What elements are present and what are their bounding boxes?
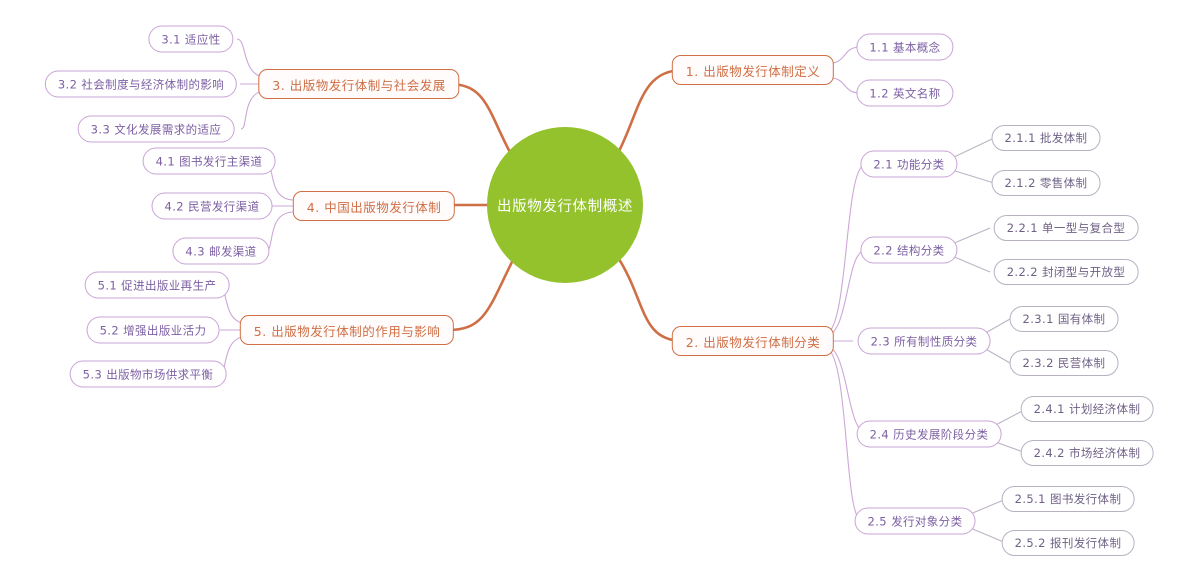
subnode-1-1[interactable]: 1.1 基本概念 [856,33,954,61]
branch-node-1[interactable]: 1. 出版物发行体制定义 [671,55,835,85]
subnode-4-1[interactable]: 4.1 图书发行主渠道 [142,147,276,175]
subnode-2-4[interactable]: 2.4 历史发展阶段分类 [856,420,1002,448]
leafnode-label: 2.1.1 批发体制 [1004,131,1088,145]
wire-2-1-2 [951,169,995,184]
subnode-label: 2.5 发行对象分类 [867,514,963,528]
subnode-2-2[interactable]: 2.2 结构分类 [860,236,958,264]
wire-2-2-1 [951,227,991,245]
subnode-5-1[interactable]: 5.1 促进出版业再生产 [84,271,230,299]
wire-2-4 [823,344,869,435]
leafnode-label: 2.4.2 市场经济体制 [1033,446,1141,460]
subnode-3-3[interactable]: 3.3 文化发展需求的适应 [77,115,235,143]
subnode-label: 5.1 促进出版业再生产 [97,278,217,292]
trunk-to-branch-5 [447,256,516,332]
subnode-1-2[interactable]: 1.2 英文名称 [856,79,954,107]
leafnode-2-4-2[interactable]: 2.4.2 市场经济体制 [1020,440,1154,466]
wire-2-2-2 [951,255,991,273]
subnode-label: 3.1 适应性 [161,32,221,46]
branch-node-3[interactable]: 3. 出版物发行体制与社会发展 [258,69,460,99]
wire-2-5-2 [967,526,1007,544]
wire-2-1-1 [951,137,995,159]
root-node[interactable]: 出版物发行体制概述 [487,127,643,283]
branch-label: 2. 出版物发行体制分类 [685,334,821,350]
trunk-to-branch-1 [615,68,685,157]
subnode-label: 5.3 出版物市场供求平衡 [82,367,214,381]
subnode-3-1[interactable]: 3.1 适应性 [148,25,234,53]
subnode-5-2[interactable]: 5.2 增强出版业活力 [86,316,220,344]
subnode-label: 1.2 英文名称 [869,86,941,100]
leafnode-2-2-1[interactable]: 2.2.1 单一型与复合型 [993,215,1139,241]
leafnode-label: 2.3.1 国有体制 [1022,312,1106,326]
trunk-to-branch-3 [447,82,514,158]
wire-2-5-1 [967,498,1007,516]
subnode-label: 4.3 邮发渠道 [185,244,257,258]
subnode-3-2[interactable]: 3.2 社会制度与经济体制的影响 [44,70,238,98]
leafnode-2-1-1[interactable]: 2.1.1 批发体制 [991,125,1101,151]
leafnode-label: 2.3.2 民营体制 [1022,356,1106,370]
subnode-label: 3.3 文化发展需求的适应 [90,122,222,136]
leafnode-label: 2.4.1 计划经济体制 [1033,402,1141,416]
branch-label: 3. 出版物发行体制与社会发展 [272,77,446,93]
leafnode-2-1-2[interactable]: 2.1.2 零售体制 [991,170,1101,196]
leafnode-label: 2.5.1 图书发行体制 [1014,492,1122,506]
subnode-2-1[interactable]: 2.1 功能分类 [860,150,958,178]
subnode-label: 4.2 民营发行渠道 [164,199,260,213]
subnode-2-5[interactable]: 2.5 发行对象分类 [854,507,976,535]
branch-label: 5. 出版物发行体制的作用与影响 [253,323,441,339]
wire-2-2 [823,249,867,338]
branch-node-4[interactable]: 4. 中国出版物发行体制 [292,191,456,221]
subnode-label: 2.4 历史发展阶段分类 [869,427,989,441]
subnode-label: 3.2 社会制度与经济体制的影响 [57,77,225,91]
leafnode-2-3-1[interactable]: 2.3.1 国有体制 [1009,306,1119,332]
leafnode-2-2-2[interactable]: 2.2.2 封闭型与开放型 [993,259,1139,285]
subnode-label: 5.2 增强出版业活力 [99,323,207,337]
subnode-label: 2.3 所有制性质分类 [870,334,978,348]
branch-label: 1. 出版物发行体制定义 [685,63,821,79]
subnode-4-2[interactable]: 4.2 民营发行渠道 [151,192,273,220]
leafnode-label: 2.1.2 零售体制 [1004,176,1088,190]
branch-node-2[interactable]: 2. 出版物发行体制分类 [671,326,835,356]
branch-node-5[interactable]: 5. 出版物发行体制的作用与影响 [239,315,455,345]
root-label: 出版物发行体制概述 [497,198,633,215]
branch-label: 4. 中国出版物发行体制 [306,199,442,215]
subnode-label: 2.1 功能分类 [873,157,945,171]
leafnode-2-5-1[interactable]: 2.5.1 图书发行体制 [1001,486,1135,512]
leafnode-label: 2.2.1 单一型与复合型 [1006,221,1126,235]
subnode-4-3[interactable]: 4.3 邮发渠道 [172,237,270,265]
subnode-2-3[interactable]: 2.3 所有制性质分类 [857,327,991,355]
subnode-5-3[interactable]: 5.3 出版物市场供求平衡 [69,360,227,388]
leafnode-2-3-2[interactable]: 2.3.2 民营体制 [1009,350,1119,376]
subnode-label: 2.2 结构分类 [873,243,945,257]
subnode-label: 1.1 基本概念 [869,40,941,54]
leafnode-label: 2.2.2 封闭型与开放型 [1006,265,1126,279]
leafnode-label: 2.5.2 报刊发行体制 [1014,536,1122,550]
wire-4-3 [265,211,295,252]
leafnode-2-5-2[interactable]: 2.5.2 报刊发行体制 [1001,530,1135,556]
leafnode-2-4-1[interactable]: 2.4.1 计划经济体制 [1020,396,1154,422]
subnode-label: 4.1 图书发行主渠道 [155,154,263,168]
